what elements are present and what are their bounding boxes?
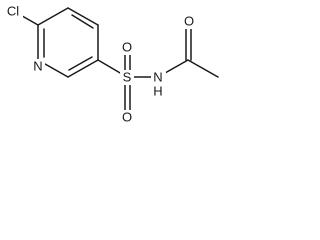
bond-c4-c4-inner: [71, 14, 94, 29]
atom-label-sulfonyl-oxygen-bottom: O: [122, 110, 132, 125]
mask-amide-nh: [151, 70, 166, 96]
bond-c5-c4: [67, 7, 99, 26]
bond-c3-c2-inner: [68, 56, 93, 71]
mask-sulfur: [120, 70, 134, 85]
bond-carbonyl-methyl: [187, 59, 219, 78]
bond-c6-c5: [37, 7, 69, 26]
atom-label-sulfur: S: [123, 70, 132, 85]
mask-carbonyl-oxygen: [182, 14, 196, 29]
mask-sulfonyl-oxygen-bottom: [120, 110, 134, 125]
atom-label-carbonyl-oxygen: O: [184, 14, 194, 29]
atom-label-sulfonyl-oxygen-top: O: [122, 40, 132, 55]
bond-c3-c2: [67, 59, 99, 78]
mask-chlorine: [4, 4, 23, 19]
chemical-structure: Cl N S O O N H O: [4, 4, 219, 125]
atom-labels: Cl N S O O N H O: [7, 4, 194, 125]
mask-sulfonyl-oxygen-top: [120, 40, 134, 55]
atom-label-amide-hydrogen: H: [153, 84, 162, 99]
atom-label-chlorine: Cl: [7, 4, 19, 19]
atom-label-ring-nitrogen: N: [33, 59, 42, 74]
atom-label-amide-nitrogen: N: [153, 70, 162, 85]
atom-label-masks: [4, 4, 196, 125]
mask-ring-nitrogen: [31, 59, 45, 74]
